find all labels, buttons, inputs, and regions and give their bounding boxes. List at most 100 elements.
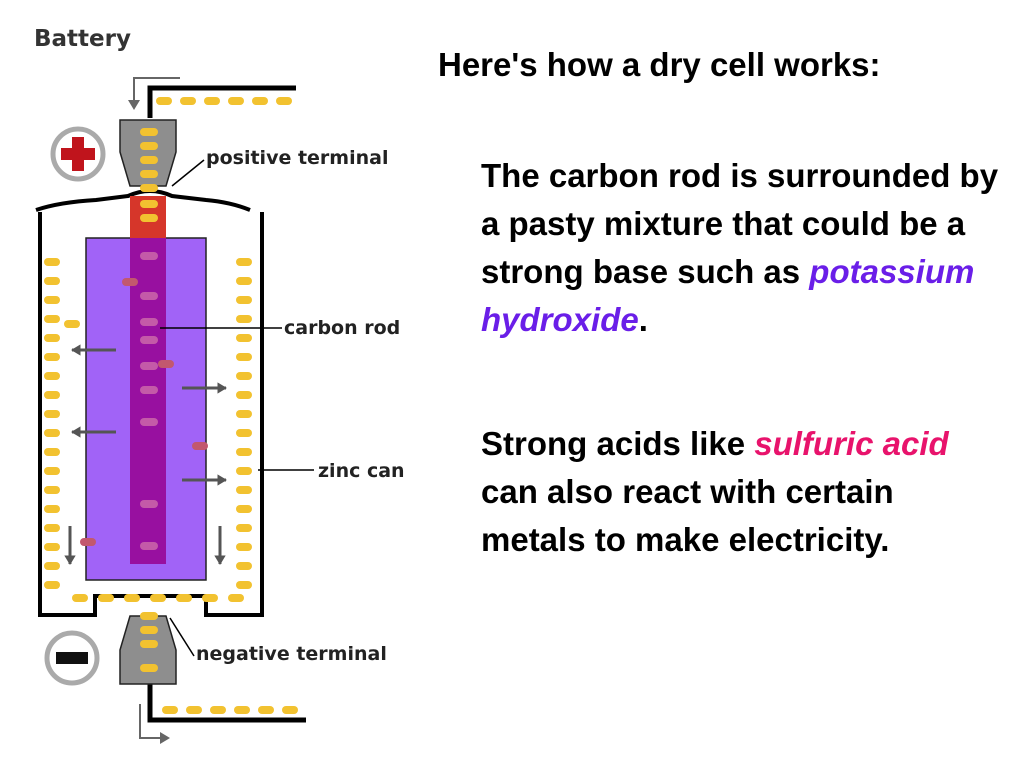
electron <box>236 410 252 418</box>
electron <box>202 594 218 602</box>
electron <box>236 391 252 399</box>
p2-text-after: can also react with certain metals to ma… <box>481 473 894 558</box>
electron <box>140 170 158 178</box>
minus-circle-icon <box>44 630 100 686</box>
paragraph-strong-acids: Strong acids like sulfuric acid can also… <box>481 420 1001 564</box>
label-positive-terminal: positive terminal <box>206 147 388 169</box>
label-leaders <box>160 159 314 657</box>
electron <box>44 315 60 323</box>
electron <box>204 97 220 105</box>
page-heading: Here's how a dry cell works: <box>438 46 881 83</box>
ion <box>192 442 208 450</box>
electron <box>236 581 252 589</box>
electron <box>44 467 60 475</box>
paragraph-carbon-rod: The carbon rod is surrounded by a pasty … <box>481 152 1001 344</box>
electron <box>44 505 60 513</box>
rod-electron <box>140 386 158 394</box>
electron <box>236 562 252 570</box>
label-negative-terminal: negative terminal <box>196 643 387 665</box>
electron <box>210 706 226 714</box>
electron <box>140 142 158 150</box>
ion-arrowhead <box>217 474 227 486</box>
electron <box>44 581 60 589</box>
electron <box>236 429 252 437</box>
electron <box>140 214 158 222</box>
electron <box>44 353 60 361</box>
diagram-title: Battery <box>34 26 131 52</box>
electron <box>140 612 158 620</box>
electron <box>236 372 252 380</box>
electron <box>98 594 114 602</box>
electron <box>186 706 202 714</box>
rod-electron <box>140 318 158 326</box>
electron <box>282 706 298 714</box>
positive-terminal <box>119 119 177 187</box>
ion-arrowhead <box>217 382 227 394</box>
electron <box>44 391 60 399</box>
electron <box>44 296 60 304</box>
carbon-rod <box>130 238 166 564</box>
electron <box>140 184 158 192</box>
electron-flow <box>44 97 298 714</box>
ion <box>80 538 96 546</box>
electron <box>44 410 60 418</box>
rod-electron <box>140 336 158 344</box>
electron <box>236 543 252 551</box>
electron <box>236 505 252 513</box>
ion-arrowhead <box>71 344 81 356</box>
electron <box>72 594 88 602</box>
p1-text-before: The carbon rod is surrounded by a pasty … <box>481 157 999 290</box>
electron <box>44 524 60 532</box>
electron <box>124 594 140 602</box>
rod-electron <box>140 292 158 300</box>
electron <box>44 277 60 285</box>
electron <box>236 334 252 342</box>
electron <box>236 258 252 266</box>
electron <box>236 467 252 475</box>
electron <box>258 706 274 714</box>
top-wire <box>128 77 296 118</box>
rod-electron <box>140 418 158 426</box>
electron <box>140 200 158 208</box>
electron <box>228 594 244 602</box>
plus-circle-icon <box>50 126 106 182</box>
electron <box>252 97 268 105</box>
electron <box>44 334 60 342</box>
highlight-sulfuric-acid: sulfuric acid <box>754 425 949 462</box>
electron <box>44 448 60 456</box>
electron <box>44 372 60 380</box>
electron <box>44 543 60 551</box>
bottom-wire <box>139 676 306 744</box>
rod-electron <box>140 500 158 508</box>
electron <box>180 97 196 105</box>
electron <box>44 429 60 437</box>
electron <box>140 640 158 648</box>
label-zinc-can: zinc can <box>318 460 405 482</box>
ion-arrowhead <box>71 426 81 438</box>
electron <box>234 706 250 714</box>
battery-diagram: Battery positive te <box>34 26 405 744</box>
ion-arrowhead <box>64 555 76 565</box>
electron <box>140 664 158 672</box>
electron <box>236 486 252 494</box>
ion <box>122 278 138 286</box>
negative-terminal <box>119 615 177 685</box>
electron <box>236 277 252 285</box>
electron <box>162 706 178 714</box>
electron <box>44 258 60 266</box>
label-carbon-rod: carbon rod <box>284 317 400 339</box>
zinc-can <box>38 212 264 617</box>
electron <box>64 320 80 328</box>
rod-electron <box>140 252 158 260</box>
electron <box>150 594 166 602</box>
electron <box>140 156 158 164</box>
electron <box>44 562 60 570</box>
rod-electron <box>140 362 158 370</box>
electron <box>236 315 252 323</box>
electron <box>276 97 292 105</box>
electron <box>140 128 158 136</box>
electron <box>140 626 158 634</box>
electron <box>236 524 252 532</box>
highlight-potassium-hydroxide: potassium hydroxide <box>481 253 975 338</box>
electron <box>236 448 252 456</box>
